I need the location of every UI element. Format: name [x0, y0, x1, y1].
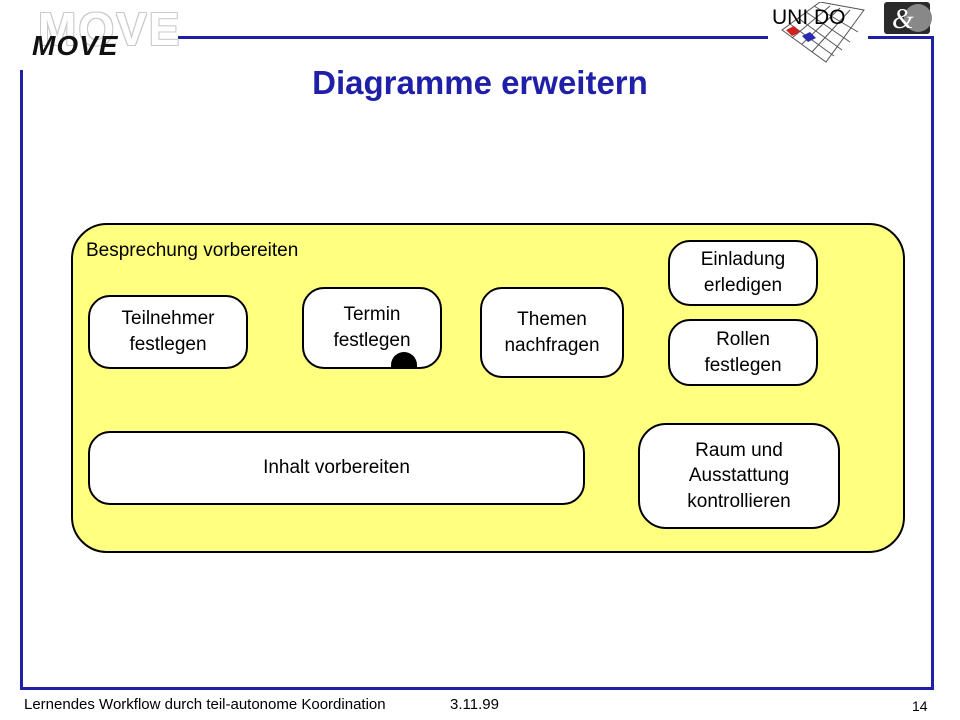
uni-do-text: UNI DO	[772, 6, 846, 29]
connector-dot	[391, 352, 417, 368]
svg-text:&: &	[892, 4, 914, 35]
move-logo-word: MOVE	[32, 30, 119, 61]
footer-text: Lernendes Workflow durch teil-autonome K…	[24, 696, 386, 713]
task-themen-nachfragen: Themen nachfragen	[480, 287, 624, 378]
task-rollen-festlegen: Rollen festlegen	[668, 319, 818, 386]
task-inhalt-vorbereiten: Inhalt vorbereiten	[88, 431, 585, 505]
footer-date: 3.11.99	[450, 696, 499, 713]
task-raum-und-ausstattung: Raum und Ausstattung kontrollieren	[638, 423, 840, 529]
task-termin-festlegen: Termin festlegen	[302, 287, 442, 369]
move-logo: MOVE MOVE	[8, 0, 182, 70]
task-einladung-erledigen: Einladung erledigen	[668, 240, 818, 306]
grid-logo-icon	[781, 2, 865, 63]
uni-do-logo: UNI DO	[768, 2, 868, 68]
ampersand-logo: &	[878, 0, 934, 36]
move-logo-ghost: MOVE	[38, 3, 182, 55]
ampersand-logo-icon: &	[884, 2, 932, 35]
page-number: 14	[912, 698, 928, 714]
task-teilnehmer-festlegen: Teilnehmer festlegen	[88, 295, 248, 369]
container-label: Besprechung vorbereiten	[86, 240, 299, 261]
slide-title: Diagramme erweitern	[312, 64, 648, 101]
slide-frame	[20, 36, 934, 690]
